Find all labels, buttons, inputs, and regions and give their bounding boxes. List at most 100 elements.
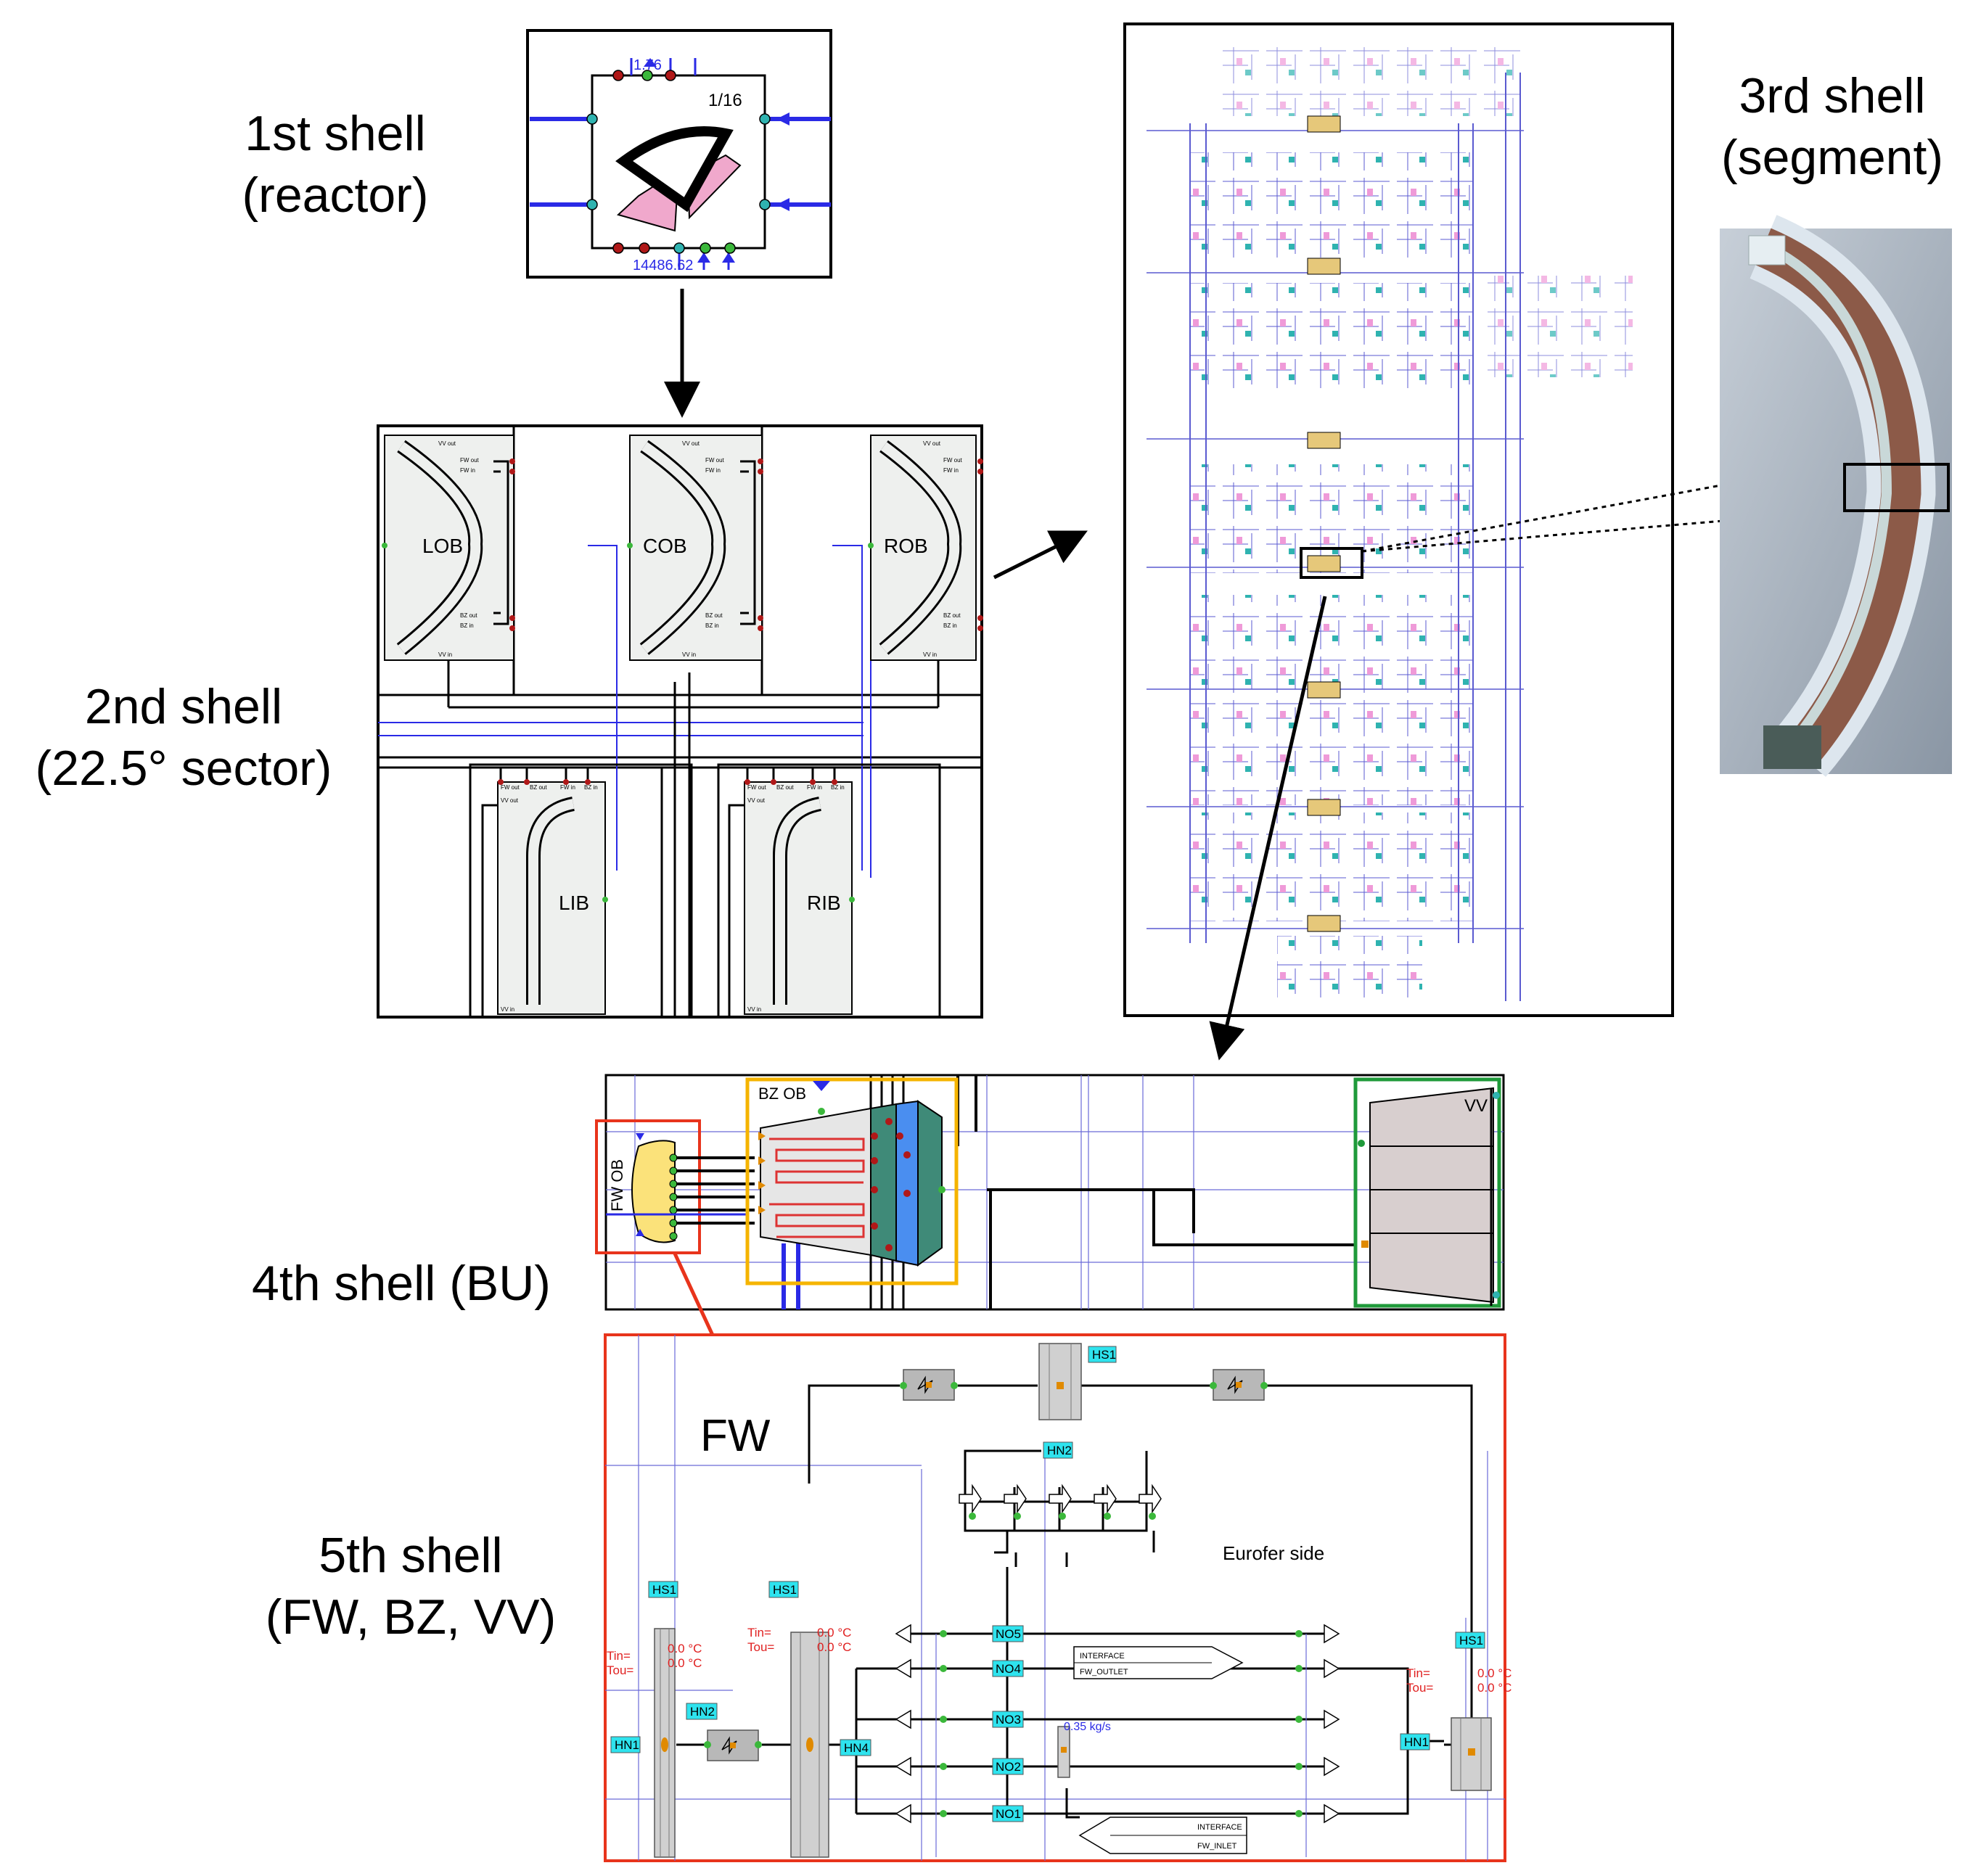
- tin-mid: Tin=: [747, 1626, 771, 1640]
- tag-hs1-top: HS1: [1088, 1346, 1117, 1363]
- module-lib-label: LIB: [559, 892, 589, 914]
- first-shell-label: 1st shell: [245, 106, 425, 161]
- tag-no5: NO5: [992, 1625, 1024, 1642]
- reactor-bottom-value: 14486.62: [633, 258, 693, 273]
- rib-fw-out-port: FW out: [747, 784, 767, 791]
- heat-exchanger-3: [704, 1729, 762, 1761]
- tin-right: Tin=: [1406, 1666, 1430, 1680]
- tag-no1: NO1: [992, 1805, 1024, 1822]
- tou-mid: Tou=: [747, 1640, 774, 1654]
- reactor-ports: [586, 70, 771, 254]
- segment-highlight-box: [1300, 547, 1363, 579]
- svg-text:HN2: HN2: [690, 1705, 715, 1719]
- heat-exchangers: [704, 1369, 1268, 1761]
- sector-panel: LOB VV out FW out FW in BZ out BZ in VV …: [377, 424, 983, 1019]
- fw-ob-ports: [669, 1153, 678, 1241]
- lob-bz-out-port: BZ out: [460, 612, 477, 619]
- lob-bz-in-port: BZ in: [460, 622, 474, 629]
- module-lib: LIB FW out BZ out FW in BZ in VV out VV …: [469, 763, 693, 1019]
- fw-inlet-label: FW_INLET: [1197, 1842, 1237, 1851]
- module-cob-label: COB: [643, 535, 687, 557]
- module-cob: COB VV out FW out FW in BZ out BZ in VV …: [627, 435, 763, 661]
- sector-icon: [615, 126, 742, 232]
- tag-hs1-left: HS1: [648, 1581, 678, 1598]
- lib-vv-in-port: VV in: [501, 1006, 514, 1013]
- rib-vv-in-port: VV in: [747, 1006, 761, 1013]
- fw-nodes: [940, 1513, 1303, 1817]
- cob-bz-out-port: BZ out: [705, 612, 723, 619]
- reactor-panel: 1/16 1.76 14486.62: [526, 29, 832, 279]
- bz-ob-block: BZ OB: [745, 1077, 959, 1285]
- tag-hs1-right: HS1: [1455, 1632, 1485, 1649]
- svg-text:HS1: HS1: [652, 1583, 676, 1597]
- lob-vv-in-port: VV in: [438, 651, 452, 658]
- interface-outlet-title: INTERFACE: [1080, 1652, 1125, 1661]
- lib-fw-in-port: FW in: [560, 784, 575, 791]
- interface-inlet-title: INTERFACE: [1197, 1823, 1242, 1832]
- lib-bz-in-port: BZ in: [584, 784, 598, 791]
- svg-text:NO4: NO4: [996, 1662, 1021, 1676]
- shell-labels: 1st shell (reactor) 2nd shell (22.5° sec…: [36, 68, 1944, 1645]
- vv-block: VV: [1353, 1077, 1501, 1308]
- tag-hs1-mid: HS1: [768, 1581, 799, 1598]
- module-rib-label: RIB: [807, 892, 841, 914]
- rib-bz-out-port: BZ out: [776, 784, 794, 791]
- fw-title: FW: [700, 1411, 771, 1461]
- bz-ob-label: BZ OB: [758, 1085, 806, 1103]
- lib-fw-out-port: FW out: [501, 784, 520, 791]
- svg-text:HN4: HN4: [844, 1741, 869, 1755]
- tag-no2: NO2: [992, 1758, 1024, 1775]
- svg-text:HN1: HN1: [615, 1738, 639, 1752]
- module-lob: LOB VV out FW out FW in BZ out BZ in VV …: [382, 435, 515, 707]
- fw-ob-block: FW OB: [595, 1119, 755, 1254]
- lib-bz-out-port: BZ out: [530, 784, 547, 791]
- arrow-segment-to-bu: [1209, 596, 1327, 1061]
- rib-vv-out-port: VV out: [747, 797, 766, 804]
- svg-text:HN2: HN2: [1047, 1444, 1072, 1457]
- cob-bz-in-port: BZ in: [705, 622, 719, 629]
- svg-text:NO5: NO5: [996, 1627, 1021, 1641]
- cob-fw-out-port: FW out: [705, 457, 725, 464]
- fw-panel: FW Eurofer side: [604, 1333, 1511, 1862]
- cob-vv-out-port: VV out: [682, 440, 700, 447]
- arrow-sector-to-segment: [993, 530, 1088, 580]
- interface-fw-inlet: INTERFACE FW_INLET: [1065, 1788, 1247, 1854]
- svg-text:NO1: NO1: [996, 1807, 1021, 1821]
- segment-3d-image: [1720, 215, 1952, 777]
- bu-panel: FW OB BZ OB: [595, 1074, 1505, 1311]
- rob-bz-in-port: BZ in: [943, 622, 957, 629]
- tag-hn2-top: HN2: [1043, 1441, 1073, 1459]
- rob-vv-out-port: VV out: [923, 440, 941, 447]
- lob-fw-in-port: FW in: [460, 467, 475, 474]
- heat-exchanger-2: [1210, 1369, 1268, 1401]
- fifth-shell-label: 5th shell: [319, 1528, 502, 1583]
- tag-hn4: HN4: [840, 1739, 871, 1756]
- rob-fw-in-port: FW in: [943, 467, 959, 474]
- temp-left-out: 0.0 °C: [668, 1656, 702, 1670]
- eurofer-side-label: Eurofer side: [1223, 1542, 1324, 1564]
- temp-right-out: 0.0 °C: [1477, 1681, 1511, 1695]
- tou-right: Tou=: [1406, 1681, 1433, 1695]
- tag-no3: NO3: [992, 1711, 1024, 1728]
- temp-mid-out: 0.0 °C: [817, 1640, 851, 1654]
- rib-fw-in-port: FW in: [807, 784, 822, 791]
- fifth-shell-sublabel: (FW, BZ, VV): [266, 1589, 556, 1645]
- third-shell-sublabel: (segment): [1721, 130, 1943, 185]
- rob-fw-out-port: FW out: [943, 457, 963, 464]
- heat-exchanger-1: [900, 1369, 958, 1401]
- temp-mid-in: 0.0 °C: [817, 1626, 851, 1640]
- cob-fw-in-port: FW in: [705, 467, 721, 474]
- module-rob-label: ROB: [884, 535, 928, 557]
- tou-left: Tou=: [607, 1663, 633, 1677]
- module-rob: ROB VV out FW out FW in BZ out BZ in VV …: [868, 435, 983, 707]
- svg-text:HN1: HN1: [1404, 1735, 1429, 1749]
- svg-text:HS1: HS1: [773, 1583, 797, 1597]
- lib-vv-out-port: VV out: [501, 797, 519, 804]
- svg-text:NO3: NO3: [996, 1713, 1021, 1727]
- rob-bz-out-port: BZ out: [943, 612, 961, 619]
- temp-left-in: 0.0 °C: [668, 1642, 702, 1655]
- fw-ob-label: FW OB: [608, 1159, 626, 1211]
- third-shell-label: 3rd shell: [1739, 68, 1925, 123]
- tag-hn1-left: HN1: [610, 1736, 641, 1753]
